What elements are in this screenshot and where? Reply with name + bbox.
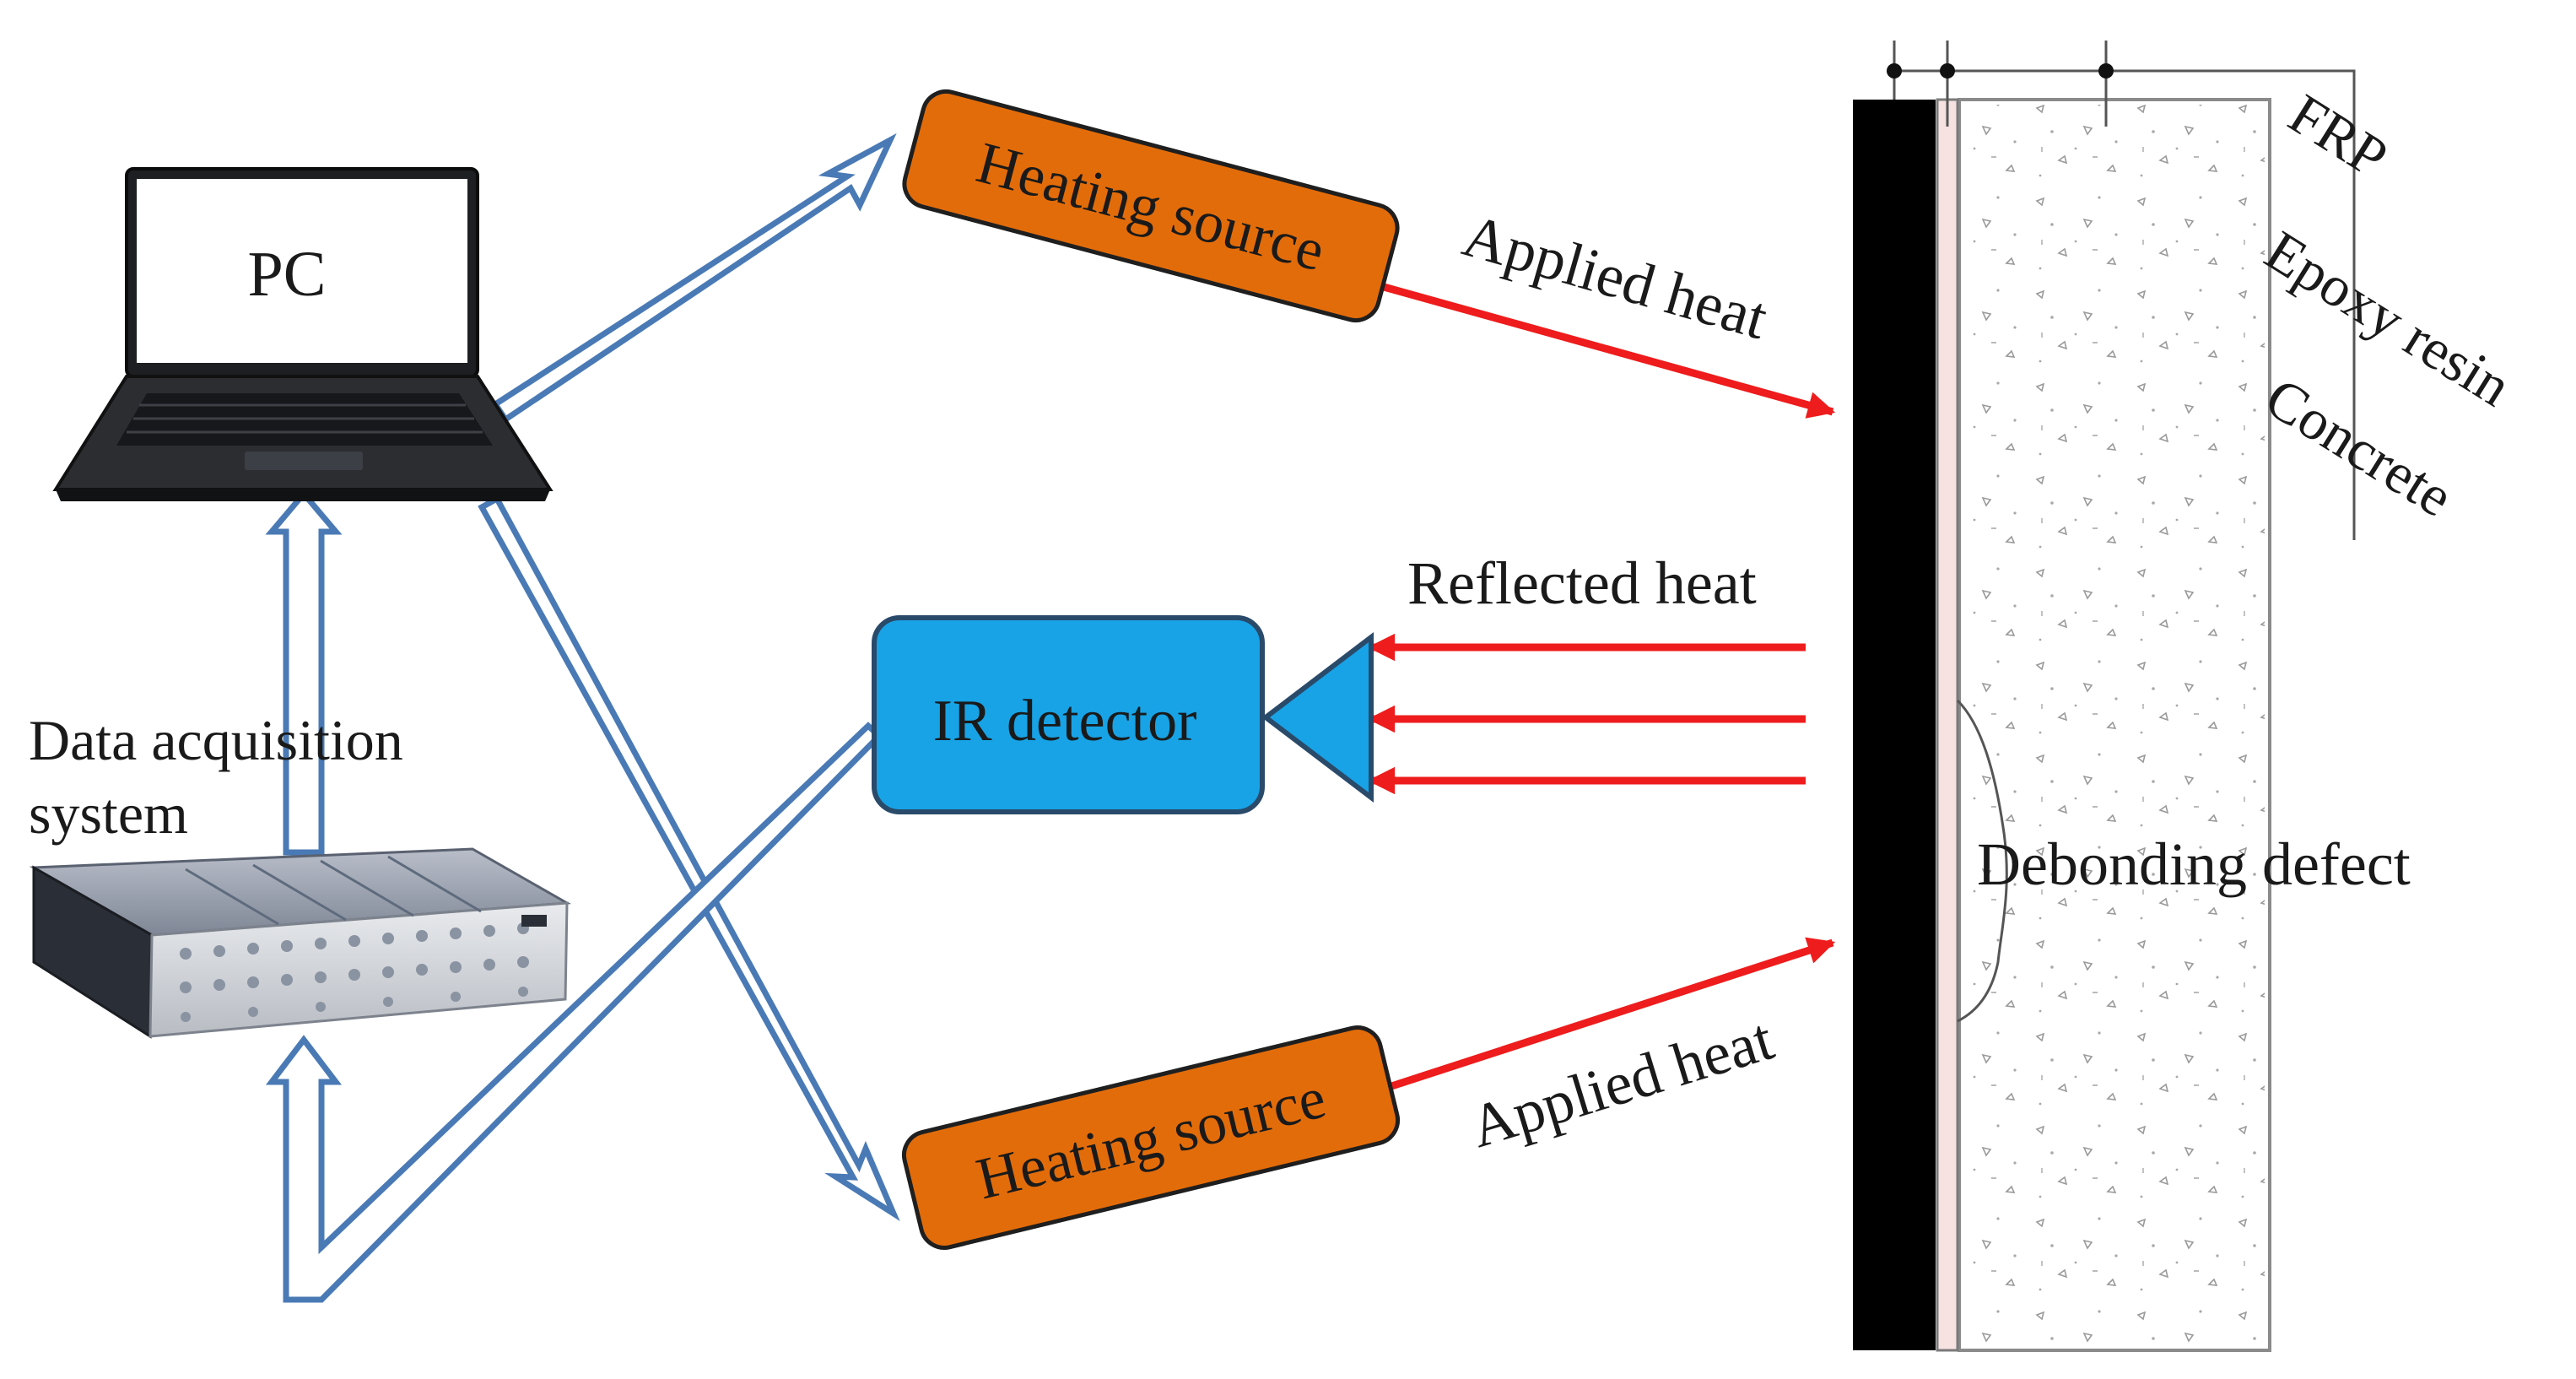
frp-label: FRP [2278, 81, 2399, 190]
ir-detector-body [872, 615, 1265, 814]
heating-source-bottom: Heating source [901, 1025, 1401, 1250]
frp-concrete-specimen: Debonding defect [1853, 41, 2411, 1352]
daq-label-line1: Data acquisition [29, 708, 403, 772]
applied-heat-arrow-top [1382, 283, 1836, 419]
heat-arrows [1367, 283, 1836, 1093]
epoxy-resin-layer [1936, 98, 1959, 1352]
daq-front-face [149, 901, 569, 1038]
arrow-pc-to-top-heating-source [491, 132, 897, 424]
pc-label: PC [248, 239, 327, 310]
applied-heat-label-bottom: Applied heat [1462, 1005, 1780, 1161]
arrow-daq-to-pc [265, 489, 343, 856]
data-acquisition-device [29, 847, 571, 1039]
laptop-touchpad [245, 452, 363, 470]
applied-heat-arrow-bottom [1382, 937, 1836, 1093]
ir-detector-lens [1261, 631, 1374, 803]
debonding-defect-label: Debonding defect [1977, 830, 2411, 898]
concrete-label: Concrete [2255, 365, 2464, 529]
arrow-ir-detector-to-daq [265, 722, 884, 1303]
ir-detector-label: IR detector [933, 689, 1197, 754]
debonding-defect-outline [1956, 699, 2008, 1023]
laptop-screen [137, 179, 467, 363]
frp-layer [1853, 100, 1936, 1350]
applied-heat-label-top: Applied heat [1456, 201, 1775, 352]
ir-detector: IR detector [872, 615, 1374, 814]
reflected-heat-label: Reflected heat [1407, 549, 1757, 617]
signal-arrows [265, 132, 900, 1303]
daq-label-line2: system [29, 781, 188, 846]
concrete-aggregate-texture [1966, 105, 2265, 1345]
arrow-pc-to-bottom-heating-source [478, 495, 900, 1222]
heating-source-top: Heating source [902, 89, 1400, 323]
laptop-pc: PC [52, 167, 554, 501]
